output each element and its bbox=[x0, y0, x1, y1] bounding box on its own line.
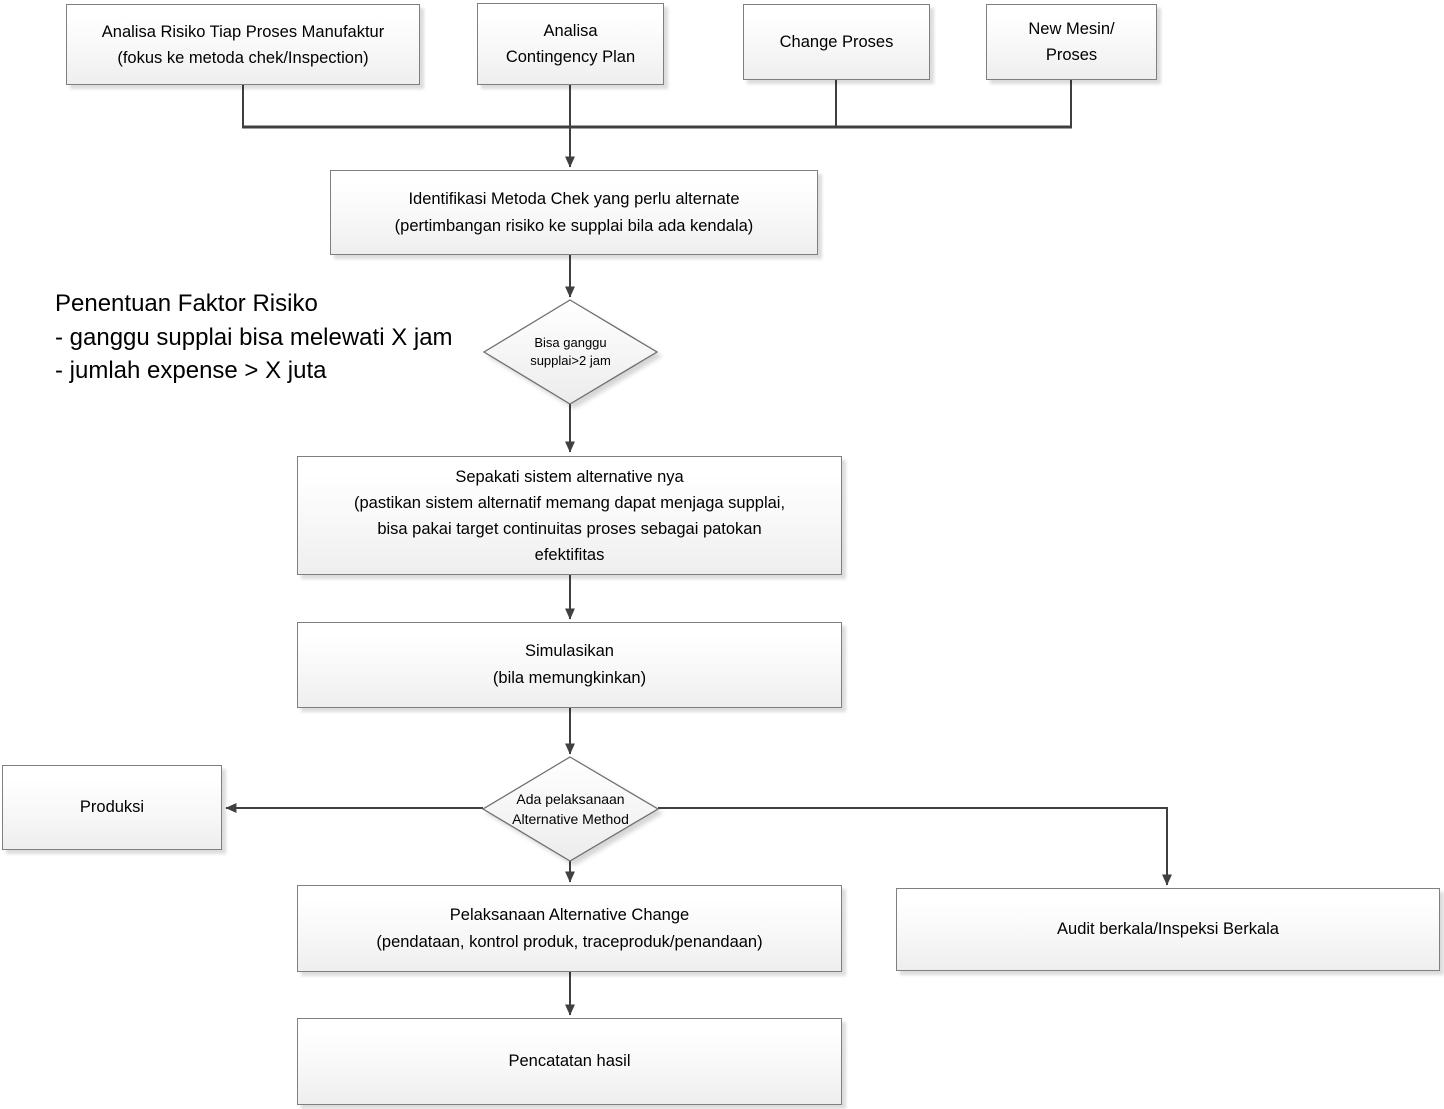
decision-ganggu-shape bbox=[482, 299, 659, 405]
node-produksi-line1: Produksi bbox=[79, 798, 145, 816]
node-identifikasi-line1: Identifikasi Metoda Chek yang perlu alte… bbox=[408, 189, 740, 208]
connector-decision2-to-audit bbox=[658, 807, 1172, 886]
node-sepakati-line3: bisa pakai target continuitas proses seb… bbox=[377, 519, 762, 538]
node-simulasikan: Simulasikan (bila memungkinkan) bbox=[297, 622, 842, 708]
node-identifikasi: Identifikasi Metoda Chek yang perlu alte… bbox=[330, 170, 818, 255]
node-simulasikan-line2: (bila memungkinkan) bbox=[492, 669, 647, 687]
node-audit-line1: Audit berkala/Inspeksi Berkala bbox=[1057, 920, 1279, 938]
node-sepakati-line4: efektifitas bbox=[534, 545, 605, 564]
node-analisa-contingency-line1: Analisa bbox=[543, 22, 598, 40]
node-sepakati: Sepakati sistem alternative nya (pastika… bbox=[297, 456, 842, 575]
decision-pelaksanaan-shape bbox=[481, 756, 660, 862]
node-change-proses-line1: Change Proses bbox=[779, 32, 894, 51]
node-produksi: Produksi bbox=[2, 765, 222, 850]
node-pencatatan-line1: Pencatatan hasil bbox=[508, 1052, 631, 1070]
node-new-mesin: New Mesin/ Proses bbox=[986, 4, 1157, 80]
node-analisa-contingency: Analisa Contingency Plan bbox=[477, 3, 664, 85]
node-identifikasi-line2: (pertimbangan risiko ke supplai bila ada… bbox=[394, 216, 754, 235]
node-change-proses: Change Proses bbox=[743, 4, 930, 80]
node-analisa-risiko: Analisa Risiko Tiap Proses Manufaktur (f… bbox=[66, 4, 420, 85]
node-sepakati-line1: Sepakati sistem alternative nya bbox=[455, 467, 684, 486]
node-analisa-risiko-line2: (fokus ke metoda chek/Inspection) bbox=[117, 48, 369, 67]
annotation-line1: Penentuan Faktor Risiko bbox=[55, 290, 318, 317]
node-sepakati-line2: (pastikan sistem alternatif memang dapat… bbox=[353, 493, 786, 512]
node-pencatatan: Pencatatan hasil bbox=[297, 1018, 842, 1105]
node-analisa-risiko-line1: Analisa Risiko Tiap Proses Manufaktur bbox=[101, 22, 385, 41]
annotation-line2: - ganggu supplai bisa melewati X jam bbox=[55, 323, 453, 351]
node-pelaksanaan-alt-line1: Pelaksanaan Alternative Change bbox=[449, 905, 690, 924]
node-simulasikan-line1: Simulasikan bbox=[525, 642, 614, 660]
annotation-line3: - jumlah expense > X juta bbox=[55, 357, 327, 384]
node-pelaksanaan-alt: Pelaksanaan Alternative Change (pendataa… bbox=[297, 885, 842, 972]
annotation-penentuan-faktor-risiko: Penentuan Faktor Risiko - ganggu supplai… bbox=[55, 287, 453, 388]
node-new-mesin-line1: New Mesin/ bbox=[1028, 20, 1115, 38]
node-analisa-contingency-line2: Contingency Plan bbox=[505, 48, 636, 66]
node-new-mesin-line2: Proses bbox=[1045, 46, 1098, 64]
node-audit: Audit berkala/Inspeksi Berkala bbox=[896, 888, 1440, 971]
node-pelaksanaan-alt-line2: (pendataan, kontrol produk, traceproduk/… bbox=[376, 932, 763, 951]
